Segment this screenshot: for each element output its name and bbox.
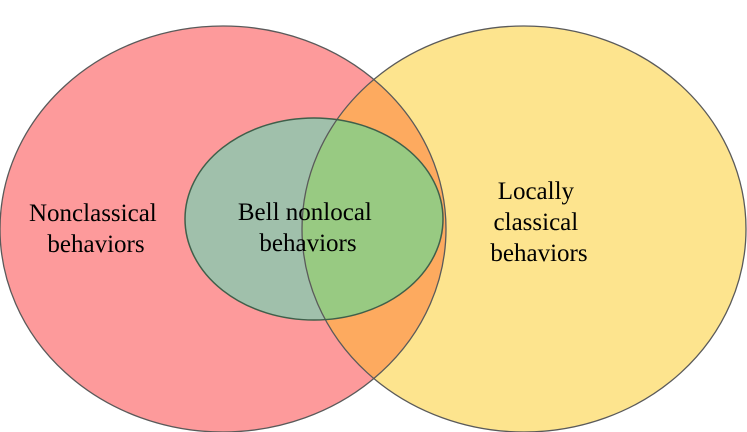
bell-nonlocal-locally-classical-overlap	[302, 118, 443, 320]
locally-classical-set-outline	[301, 25, 747, 432]
nonclassical-label-line-1: Nonclassical	[29, 200, 157, 227]
nonclassical-label: Nonclassical behaviors	[29, 200, 163, 258]
nonclassical-set-outline	[0, 25, 447, 432]
locally-classical-label-line-2: classical	[494, 209, 579, 236]
bell-nonlocal-set-outline	[184, 117, 444, 321]
bell-nonlocal-label-line-1: Bell nonlocal	[238, 199, 372, 226]
locally-classical-label: Locally classical behaviors	[490, 178, 587, 267]
bell-nonlocal-label: Bell nonlocal behaviors	[238, 199, 378, 257]
locally-classical-label-line-1: Locally	[498, 178, 575, 205]
locally-classical-label-line-3: behaviors	[490, 240, 587, 267]
bell-nonlocal-label-line-2: behaviors	[259, 230, 356, 257]
nonclassical-label-line-2: behaviors	[47, 231, 144, 258]
